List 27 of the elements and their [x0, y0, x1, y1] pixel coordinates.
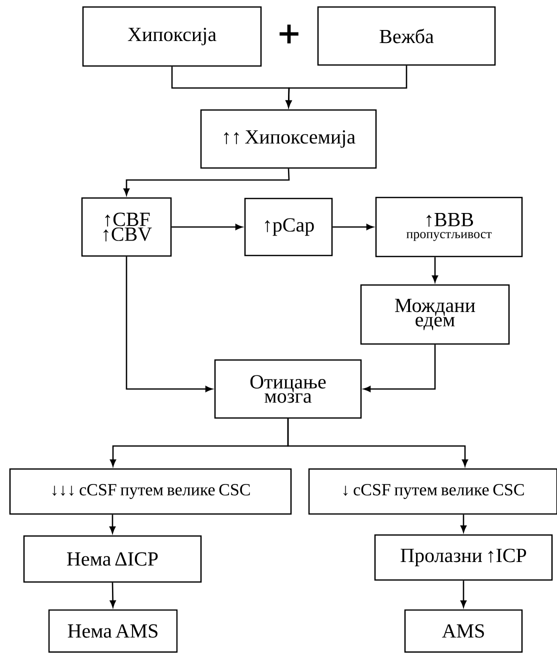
process-box: Нема ΔICP [23, 535, 202, 583]
arrow [287, 418, 468, 466]
process-box: Нема AMS [48, 609, 178, 653]
arrow [124, 168, 290, 196]
arrow [172, 224, 242, 230]
process-box: AMS [404, 609, 523, 653]
arrow [364, 344, 436, 392]
process-box: ↑pCap [244, 198, 333, 256]
plus-sign: + [280, 24, 298, 44]
process-box: ↑↑ Хипоксемија [200, 109, 377, 169]
process-box: ↑CBF ↑CBV [81, 197, 172, 257]
arrow [332, 224, 374, 230]
process-box: ↓ cCSF путем велике CSC [308, 468, 557, 515]
arrow [110, 514, 116, 534]
process-box: Вежба [317, 6, 496, 66]
arrow [286, 66, 408, 108]
process-box: Хипоксија [82, 6, 262, 67]
arrow [460, 580, 466, 608]
arrow [432, 257, 438, 282]
process-box: Мождани едем [360, 284, 510, 345]
process-box: Пролазни ↑ICP [374, 534, 553, 581]
arrow [126, 256, 212, 392]
process-box: ↓↓↓ cCSF путем велике CSC [9, 468, 292, 515]
arrow [460, 514, 466, 532]
process-box: ↑BBB пропустљивост [375, 196, 523, 258]
process-box: Отицање мозга [214, 359, 362, 419]
arrow [110, 582, 116, 608]
